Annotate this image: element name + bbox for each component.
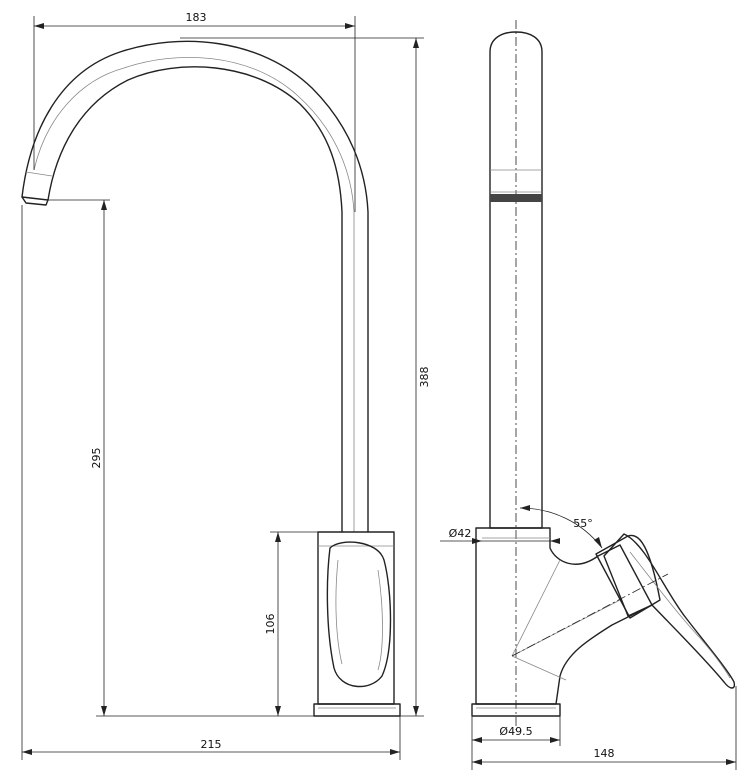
lever-handle-inner xyxy=(335,559,383,671)
side-view xyxy=(471,20,736,730)
dim-label-55: 55° xyxy=(573,517,593,530)
arrow xyxy=(520,505,530,511)
side-dimensions: 55° Ø42 Ø49.5 148 xyxy=(440,505,737,770)
dim-label-183: 183 xyxy=(186,11,207,24)
dim-label-148: 148 xyxy=(594,747,615,760)
spout-inner-outline xyxy=(47,66,343,533)
spout-column xyxy=(489,31,543,529)
front-dimensions: 183 388 295 106 215 xyxy=(21,11,431,760)
arrow xyxy=(550,737,560,743)
aerator-mesh xyxy=(490,194,542,202)
arrow xyxy=(345,23,355,29)
arrow xyxy=(594,537,602,548)
dim-label-388: 388 xyxy=(418,367,431,388)
base-outline xyxy=(313,703,401,717)
side-lever-cartridge xyxy=(595,534,661,619)
arrow xyxy=(472,538,482,544)
arrow xyxy=(472,759,482,765)
side-body xyxy=(475,527,653,705)
spout-tip xyxy=(21,196,49,206)
arrow xyxy=(472,737,482,743)
dim-label-d42: Ø42 xyxy=(449,527,472,540)
spout-outer-outline xyxy=(21,40,369,533)
dim-label-215: 215 xyxy=(201,738,222,751)
arrow xyxy=(275,532,281,542)
dim-label-295: 295 xyxy=(90,448,103,469)
dim-label-106: 106 xyxy=(264,614,277,635)
arrow xyxy=(550,538,560,544)
arrow xyxy=(413,38,419,48)
spout-tip-ring xyxy=(25,171,53,177)
side-lever-handle xyxy=(603,533,736,689)
arrow xyxy=(413,706,419,716)
arrow xyxy=(390,749,400,755)
arrow xyxy=(34,23,44,29)
dim-label-d49: Ø49.5 xyxy=(499,725,532,738)
arrow xyxy=(101,706,107,716)
arrow xyxy=(726,759,736,765)
arrow xyxy=(275,706,281,716)
front-view xyxy=(21,40,401,717)
side-lever-highlight xyxy=(629,551,731,679)
arrow xyxy=(22,749,32,755)
lever-handle xyxy=(326,541,392,688)
arrow xyxy=(101,200,107,210)
spout-highlight xyxy=(33,56,355,532)
lever-axis-line xyxy=(511,573,669,657)
